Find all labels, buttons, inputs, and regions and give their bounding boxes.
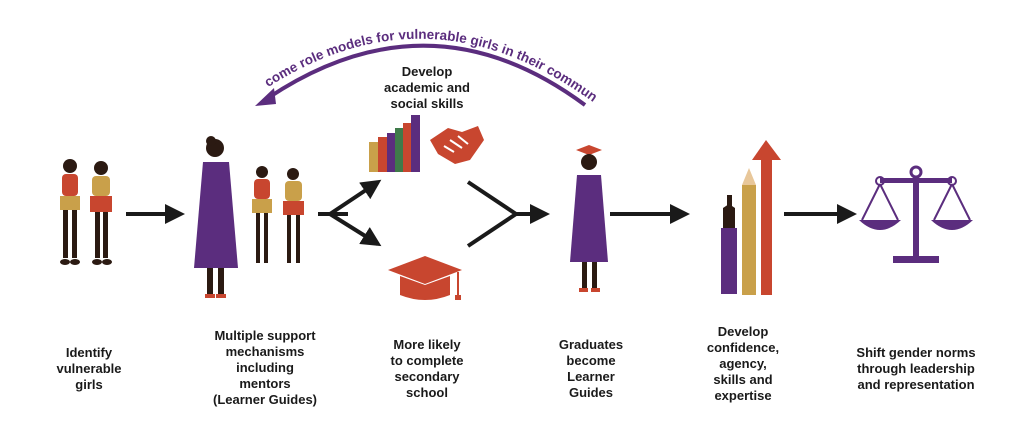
graduate-woman-icon (570, 145, 608, 292)
step-3-caption: More likely to complete secondary school (390, 337, 464, 400)
feedback-arc: Become role models for vulnerable girls … (0, 0, 600, 107)
balance-scale-icon (859, 165, 973, 263)
handshake-icon (430, 126, 484, 164)
top-label: Develop academic and social skills (384, 64, 470, 111)
merge-arrow (466, 180, 550, 248)
books-icon (369, 115, 420, 172)
graduation-cap-icon (388, 256, 462, 300)
step-2-caption: Multiple support mechanisms including me… (212, 328, 318, 407)
two-girls-icon (60, 159, 112, 265)
hand-pencil-arrow-icon (721, 140, 781, 295)
step-1-caption: Identify vulnerable girls (56, 345, 122, 392)
arc-label: Become role models for vulnerable girls … (0, 0, 600, 105)
branch-arrows (318, 179, 382, 247)
step-4-caption: Graduates become Learner Guides (558, 337, 624, 400)
step-6-caption: Shift gender norms through leadership an… (856, 345, 976, 392)
step-5-caption: Develop confidence, agency, skills and e… (706, 324, 780, 403)
mentor-with-girls-icon (194, 136, 304, 298)
